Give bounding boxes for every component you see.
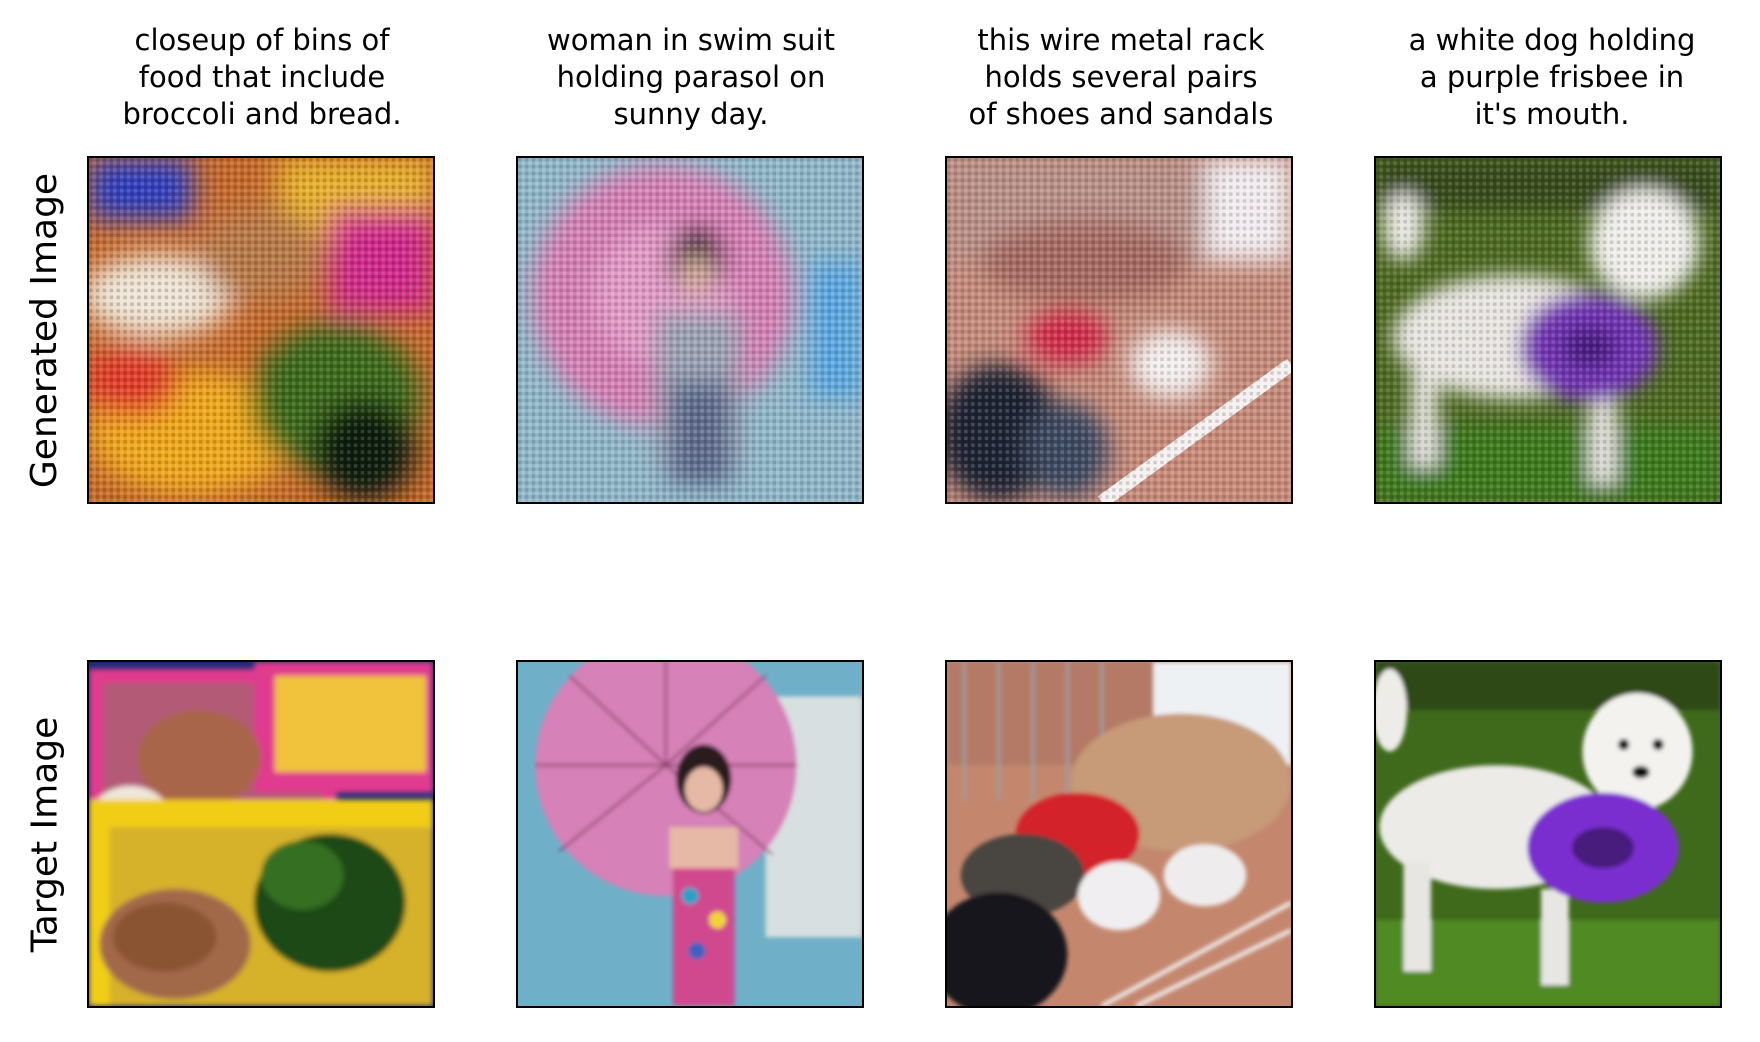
target-image-dog — [1374, 660, 1722, 1008]
row-label-target: Target Image — [24, 716, 66, 952]
generated-image-dog — [1374, 156, 1722, 504]
caption-col-4: a white dog holding a purple frisbee in … — [1408, 23, 1696, 131]
target-image-shoes-picture — [947, 662, 1291, 1006]
target-image-shoes — [945, 660, 1293, 1008]
generated-image-parasol — [516, 156, 864, 504]
target-image-parasol-picture — [518, 662, 862, 1006]
generated-image-shoes-picture — [947, 158, 1291, 502]
generated-image-dog-picture — [1376, 158, 1720, 502]
generated-image-shoes — [945, 156, 1293, 504]
caption-col-2: woman in swim suit holding parasol on su… — [546, 23, 835, 131]
generated-image-food — [87, 156, 435, 504]
caption-col-3: this wire metal rack holds several pairs… — [968, 23, 1274, 131]
target-image-parasol — [516, 660, 864, 1008]
target-image-food-picture — [89, 662, 433, 1006]
target-image-food — [87, 660, 435, 1008]
target-image-dog-picture — [1376, 662, 1720, 1006]
caption-col-1: closeup of bins of food that include bro… — [122, 23, 402, 131]
row-label-generated: Generated Image — [24, 172, 66, 488]
generated-image-food-picture — [89, 158, 433, 502]
generated-image-parasol-picture — [518, 158, 862, 502]
